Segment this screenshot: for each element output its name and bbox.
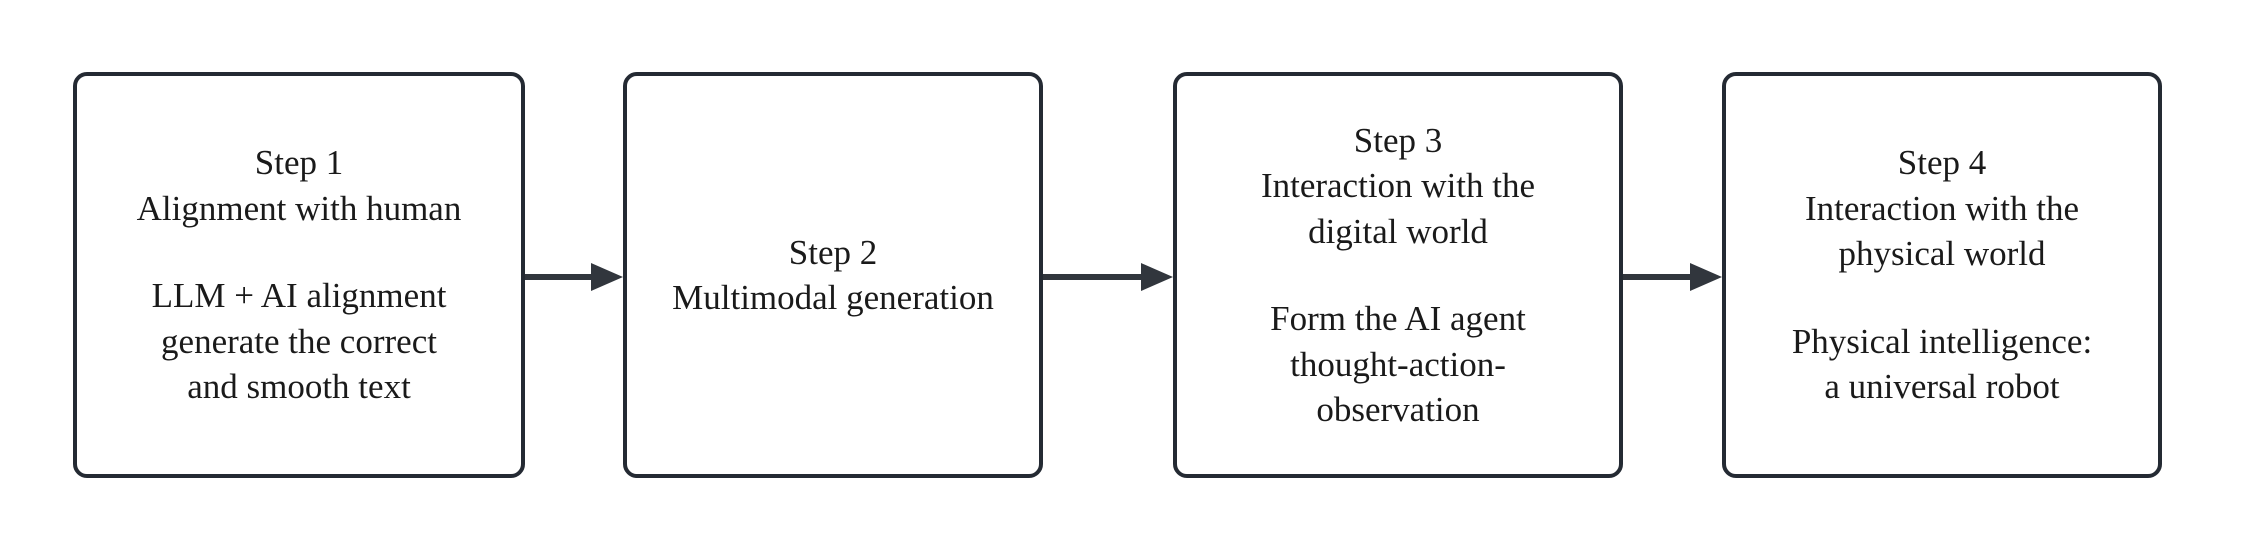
step-1-body-line-3: and smooth text: [187, 367, 411, 407]
step-3-body: Form the AI agent thought-action- observ…: [1199, 296, 1597, 433]
step-2-heading-line-2: Multimodal generation: [672, 278, 994, 317]
step-3-body-line-1: Form the AI agent: [1270, 299, 1526, 338]
step-3-body-line-2: thought-action-: [1290, 344, 1506, 384]
step-4-heading: Step 4 Interaction with the physical wor…: [1748, 140, 2136, 277]
step-3-heading-line-2: Interaction with the: [1260, 166, 1536, 205]
step-2-heading: Step 2 Multimodal generation: [649, 230, 1017, 321]
step-4-heading-line-3: physical world: [1838, 234, 2046, 274]
step-3-body-line-3: observation: [1316, 390, 1480, 429]
step-box-1[interactable]: Step 1 Alignment with human LLM + AI ali…: [73, 72, 525, 478]
arrow-right-icon-step1-step2: [525, 262, 623, 292]
step-3-heading-line-3: digital world: [1308, 211, 1488, 251]
step-4-body-line-2: a universal robot: [1824, 367, 2060, 407]
step-4-heading-line-1: Step 4: [1897, 143, 1987, 183]
step-4-body-line-1: Physical intelligence:: [1791, 321, 2093, 361]
step-1-heading-line-1: Step 1: [254, 143, 344, 183]
step-box-2[interactable]: Step 2 Multimodal generation: [623, 72, 1043, 478]
step-box-3[interactable]: Step 3 Interaction with the digital worl…: [1173, 72, 1623, 478]
step-1-body-line-1: LLM + AI alignment: [151, 276, 447, 316]
step-2-heading-line-1: Step 2: [788, 232, 878, 272]
arrow-right-icon-step2-step3: [1043, 262, 1173, 292]
step-4-heading-line-2: Interaction with the: [1804, 188, 2080, 228]
step-3-heading: Step 3 Interaction with the digital worl…: [1199, 118, 1597, 255]
arrow-right-icon-step3-step4: [1623, 262, 1722, 292]
step-4-body: Physical intelligence: a universal robot: [1748, 319, 2136, 410]
step-1-body-line-2: generate the correct: [161, 321, 437, 361]
step-1-heading-line-2: Alignment with human: [136, 188, 462, 228]
step-1-body: LLM + AI alignment generate the correct …: [99, 273, 499, 410]
step-1-heading: Step 1 Alignment with human: [99, 140, 499, 231]
step-box-4[interactable]: Step 4 Interaction with the physical wor…: [1722, 72, 2162, 478]
step-3-heading-line-1: Step 3: [1353, 120, 1443, 160]
